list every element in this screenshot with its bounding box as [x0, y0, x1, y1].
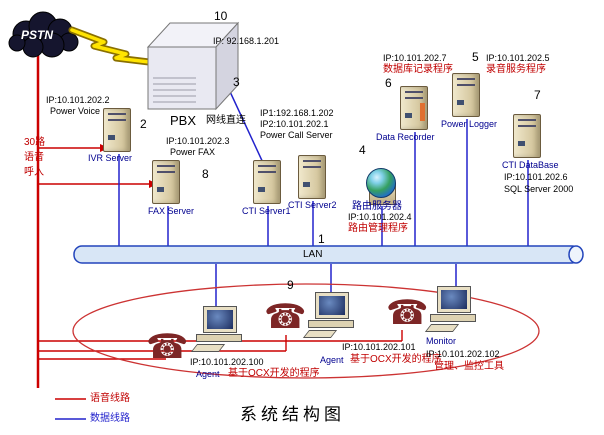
monitor-ip: IP:10.101.202.102	[426, 349, 500, 359]
power-logger-icon	[452, 73, 480, 117]
lan-label: LAN	[303, 249, 323, 260]
diagram-title: 系统结构图	[240, 405, 345, 424]
globe-icon	[366, 168, 396, 198]
monitor-phone-icon: ☎	[386, 293, 429, 333]
data-recorder-label: Data Recorder	[376, 132, 435, 142]
voice-branch-lines	[38, 147, 403, 360]
pbx-ip: IP: 92.168.1.201	[213, 36, 280, 46]
callout-9: 9	[287, 278, 294, 292]
callout-8: 8	[202, 167, 209, 181]
agent2-phone-icon: ☎	[264, 297, 307, 337]
agent2-ip: IP:10.101.202.101	[342, 342, 416, 352]
voice-in-line3: 呼入	[24, 167, 44, 178]
fax-app: Power FAX	[170, 147, 216, 157]
logger-ip: IP:10.101.202.5	[486, 53, 550, 63]
fax-server-label: FAX Server	[148, 206, 195, 216]
callout-1: 1	[318, 232, 325, 246]
pstn-cloud	[8, 11, 79, 58]
database-app: SQL Server 2000	[504, 184, 574, 194]
voice-in-line2: 语音	[24, 152, 44, 163]
agent1-ip: IP:10.101.202.100	[190, 357, 264, 367]
cti-database-icon	[513, 114, 541, 158]
monitor-computer-icon	[424, 286, 480, 332]
ivr-app: Power Voice	[50, 106, 101, 116]
pbx-direct-link-note: 网线直连	[206, 115, 246, 126]
agent1-label: Agent	[196, 369, 220, 379]
router-label: 路由服务器	[352, 201, 402, 212]
monitor-desc: 管理、监控工具	[434, 361, 504, 372]
keyboard-icon	[424, 324, 460, 332]
agent1-computer-icon	[190, 306, 246, 352]
agent2-label: Agent	[320, 355, 344, 365]
callout-6: 6	[385, 76, 392, 90]
recorder-ip: IP:10.101.202.7	[383, 53, 447, 63]
agent1-desc: 基于OCX开发的程序	[228, 368, 320, 379]
router-globe-icon	[366, 168, 398, 208]
callout-4: 4	[359, 143, 366, 157]
cti-database-label: CTI DataBase	[502, 160, 559, 170]
cti-server2-icon	[298, 155, 326, 199]
pbx-label: PBX	[170, 113, 197, 128]
ivr-server-label: IVR Server	[88, 153, 133, 163]
call-server-ip1: IP1:192.168.1.202	[260, 108, 334, 118]
data-recorder-icon	[400, 86, 428, 130]
fax-server-icon	[152, 160, 180, 204]
callout-7: 7	[534, 88, 541, 102]
fax-ip: IP:10.101.202.3	[166, 136, 230, 146]
cti-server1-label: CTI Server1	[242, 206, 291, 216]
pbx-box-icon	[146, 21, 240, 111]
voice-in-line1: 30路	[24, 137, 46, 148]
computer-case	[196, 334, 242, 342]
cti-server2-label: CTI Server2	[288, 200, 337, 210]
logger-app: 录音服务程序	[486, 64, 546, 75]
power-logger-label: Power Logger	[441, 119, 498, 129]
legend-data-label: 数据线路	[90, 413, 130, 424]
agent1-phone-icon: ☎	[146, 327, 189, 367]
ivr-server-icon	[103, 108, 131, 152]
agent2-desc: 基于OCX开发的程序	[350, 354, 442, 365]
monitor-icon	[437, 286, 471, 313]
lightning-bolt-icon	[68, 26, 153, 66]
lan-bus	[73, 245, 584, 264]
callout-10: 10	[214, 9, 228, 23]
agent2-computer-icon	[302, 292, 358, 338]
callout-3: 3	[233, 75, 240, 89]
monitor-icon	[315, 292, 349, 319]
call-server-ip2: IP2:10.101.202.1	[260, 119, 329, 129]
pstn-label: PSTN	[21, 28, 54, 42]
keyboard-icon	[190, 344, 226, 352]
legend-voice-label: 语音线路	[90, 393, 130, 404]
router-app: 路由管理程序	[348, 223, 408, 234]
computer-case	[308, 320, 354, 328]
database-ip: IP:10.101.202.6	[504, 172, 568, 182]
ivr-ip: IP:10.101.202.2	[46, 95, 110, 105]
monitor-icon	[203, 306, 237, 333]
callout-2: 2	[140, 117, 147, 131]
recorder-app: 数据库记录程序	[383, 64, 453, 75]
callout-5: 5	[472, 50, 479, 64]
router-ip: IP:10.101.202.4	[348, 212, 412, 222]
computer-case	[430, 314, 476, 322]
keyboard-icon	[302, 330, 338, 338]
workstation-zone-ellipse	[72, 283, 540, 379]
call-server-app: Power Call Server	[260, 130, 333, 140]
cti-server1-icon	[253, 160, 281, 204]
monitor-label: Monitor	[426, 336, 457, 346]
